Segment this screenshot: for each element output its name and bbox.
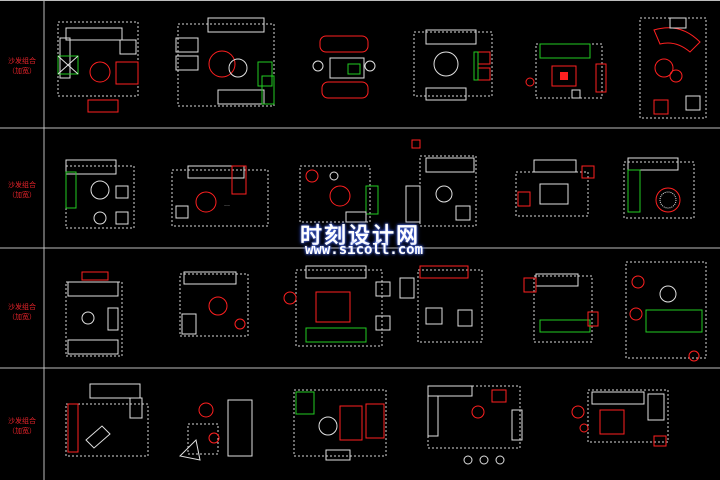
layout-r1-c2 [175, 17, 275, 107]
row-label-4: 沙发组合 （加宽） [0, 416, 44, 436]
row-label-1: 沙发组合 （加宽） [0, 56, 44, 76]
layout-r1-c4 [413, 29, 493, 101]
layout-r4-c3 [293, 389, 387, 461]
layout-r1-c3 [312, 35, 376, 99]
row-label-1-line1: 沙发组合 [8, 57, 36, 65]
row-label-4-line2: （加宽） [8, 427, 36, 435]
layout-r2-c5 [515, 159, 595, 217]
layout-r1-c6 [639, 17, 707, 119]
layout-r4-c5 [571, 389, 669, 447]
layout-r3-c3 [283, 265, 391, 347]
layout-r2-c6 [623, 157, 695, 219]
layout-r2-c2: —— [171, 165, 269, 227]
layout-r2-c3 [299, 165, 379, 223]
watermark-site-name: 时刻设计网 [300, 224, 421, 249]
row-label-2-line2: （加宽） [8, 191, 36, 199]
layout-r3-c1 [65, 271, 123, 357]
row-label-3: 沙发组合 （加宽） [0, 302, 44, 322]
layout-r4-c2 [178, 399, 253, 461]
row-label-2: 沙发组合 （加宽） [0, 180, 44, 200]
layout-r3-c6 [625, 261, 707, 362]
row-label-4-line1: 沙发组合 [8, 417, 36, 425]
layout-r3-c2 [179, 271, 249, 337]
layout-r3-c4 [399, 265, 483, 343]
row-label-3-line1: 沙发组合 [8, 303, 36, 311]
layout-r2-c1 [65, 159, 135, 229]
layout-r4-c4 [427, 385, 523, 465]
layout-r2-c4 [405, 139, 477, 227]
row-label-3-line2: （加宽） [8, 313, 36, 321]
row-label-2-line1: 沙发组合 [8, 181, 36, 189]
svg-text:——: —— [224, 203, 230, 207]
watermark-url: www.sicoll.com [305, 242, 424, 258]
layout-r1-c5 [525, 43, 607, 99]
layout-r4-c1 [65, 383, 149, 457]
layout-r3-c5 [523, 273, 599, 343]
layout-r1-c1 [57, 21, 139, 113]
row-label-1-line2: （加宽） [8, 67, 36, 75]
